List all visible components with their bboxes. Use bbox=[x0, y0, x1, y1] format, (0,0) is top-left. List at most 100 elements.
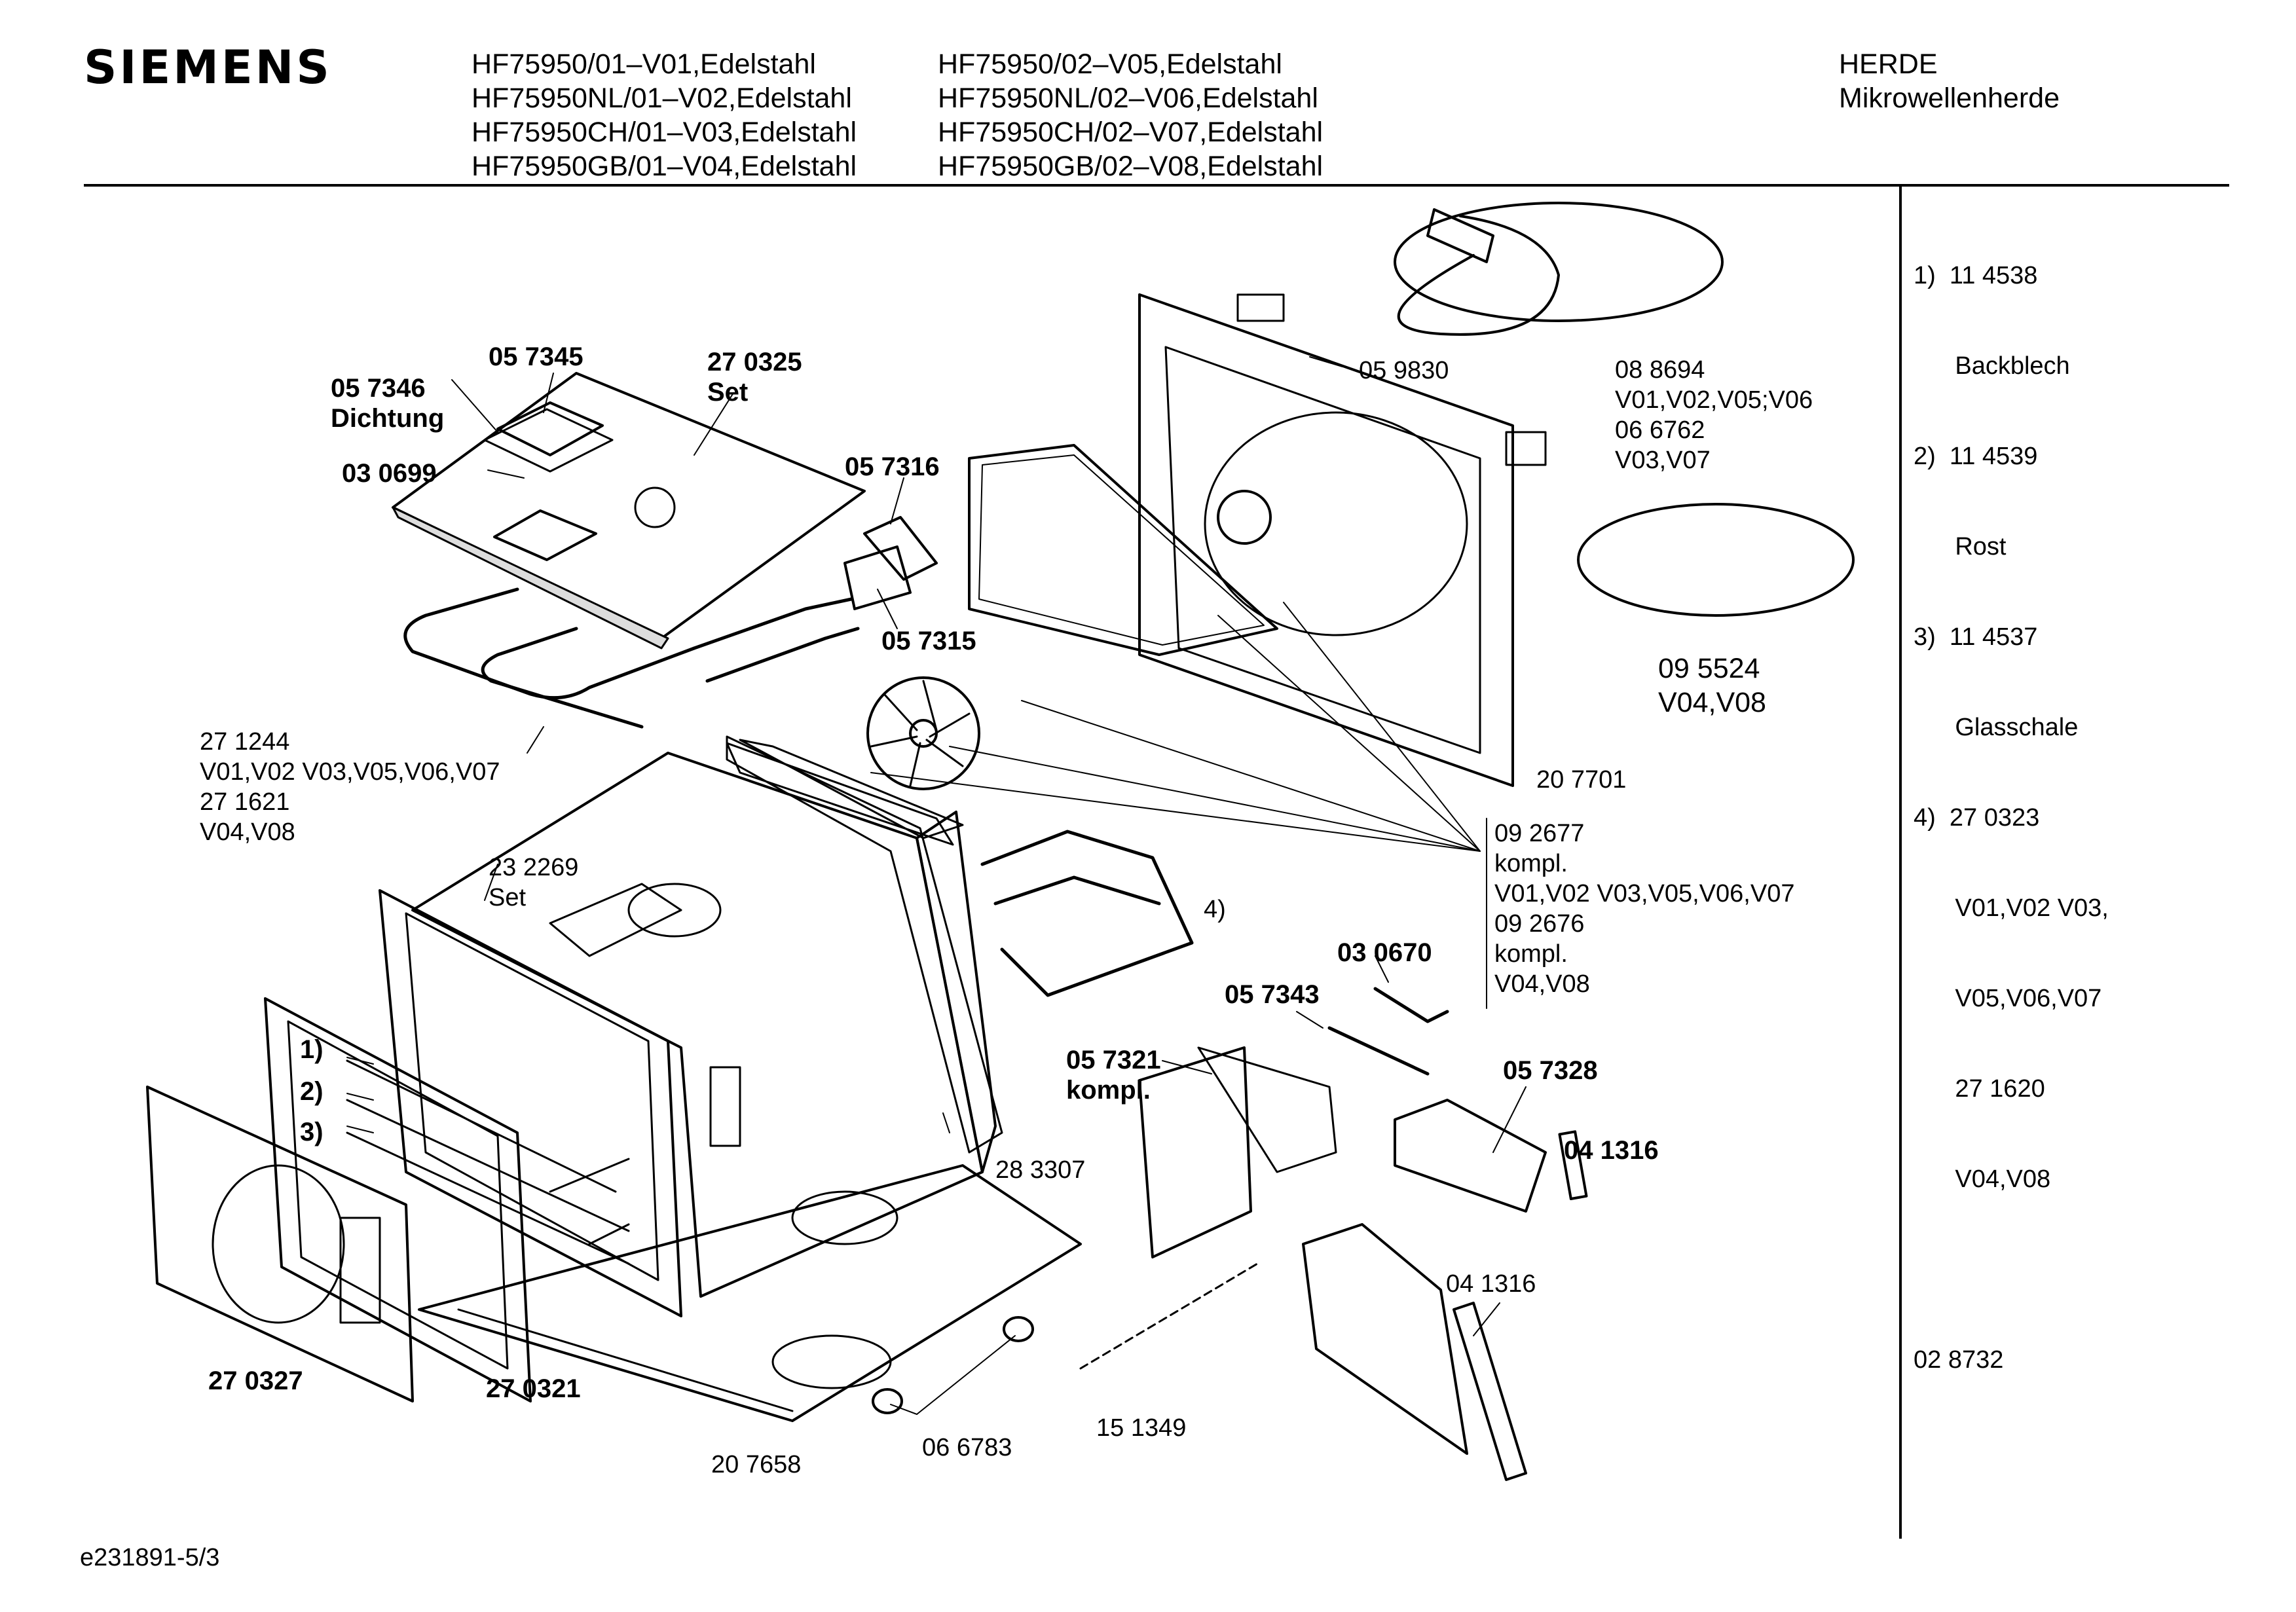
legend-line: V04,V08 bbox=[1914, 1165, 2051, 1193]
legend-line: 1) 11 4538 bbox=[1914, 262, 2038, 289]
label-283307: 28 3307 bbox=[995, 1156, 1086, 1184]
label-line: V04,V08 bbox=[200, 818, 295, 846]
legend-line: Glasschale bbox=[1914, 714, 2079, 741]
label-line: 27 1244 bbox=[200, 728, 290, 756]
legend-line: 4) 27 0323 bbox=[1914, 804, 2040, 832]
label-line: kompl. bbox=[1494, 850, 1568, 877]
label-rack-3: 3) bbox=[300, 1118, 324, 1146]
label-095524: 09 5524 V04,V08 bbox=[1658, 651, 1766, 720]
spring bbox=[1373, 987, 1449, 1023]
label-line: V04,V08 bbox=[1494, 970, 1590, 998]
grill-brackets bbox=[843, 516, 938, 610]
drawing-number: e231891-5/3 bbox=[80, 1544, 220, 1571]
label-line: 09 2676 bbox=[1494, 910, 1585, 938]
foot bbox=[872, 1388, 903, 1414]
bottom-heating-element bbox=[980, 830, 1194, 997]
legend-line: V05,V06,V07 bbox=[1914, 985, 2102, 1012]
label-line: V01,V02 V03,V05,V06,V07 bbox=[1494, 880, 1795, 907]
oven-cavity bbox=[411, 739, 997, 1298]
category: HERDE bbox=[1839, 48, 1938, 80]
label-line: 27 1621 bbox=[200, 788, 290, 816]
models-right: HF75950/02–V05,Edelstahl HF75950NL/02–V0… bbox=[938, 47, 1323, 183]
label-057343: 05 7343 bbox=[1225, 980, 1320, 1009]
label-207701: 20 7701 bbox=[1536, 766, 1627, 794]
door-outer-panel bbox=[146, 1086, 414, 1402]
top-heating-element bbox=[403, 587, 860, 729]
legend-divider bbox=[1899, 187, 1902, 1539]
rear-deflector bbox=[968, 444, 1278, 656]
model-line: HF75950CH/02–V07,Edelstahl bbox=[938, 117, 1324, 148]
label-057345: 05 7345 bbox=[489, 342, 583, 371]
label-030670: 03 0670 bbox=[1337, 938, 1432, 967]
strip-041316 bbox=[1558, 1130, 1588, 1200]
control-bracket bbox=[1138, 1046, 1337, 1258]
legend-line: V01,V02 V03, bbox=[1914, 894, 2109, 922]
racks bbox=[346, 1059, 630, 1265]
label-270321: 27 0321 bbox=[486, 1374, 581, 1403]
power-cables bbox=[1394, 202, 1855, 617]
door-inner-frame bbox=[379, 889, 682, 1317]
brand-logo: SIEMENS bbox=[84, 41, 332, 94]
label-line: 23 2269 bbox=[489, 854, 579, 881]
label-line: V01,V02 V03,V05,V06,V07 bbox=[200, 758, 500, 786]
label-line: Dichtung bbox=[331, 404, 445, 433]
label-line: 09 5524 bbox=[1658, 653, 1760, 684]
door-frame bbox=[264, 997, 532, 1402]
legend-line: 2) 11 4539 bbox=[1914, 443, 2038, 470]
label-270325: 27 0325 Set bbox=[707, 347, 802, 407]
model-line: HF75950CH/01–V03,Edelstahl bbox=[472, 117, 857, 148]
legend: 1) 11 4538 Backblech 2) 11 4539 Rost 3) … bbox=[1914, 200, 2109, 1405]
foot bbox=[1003, 1316, 1034, 1342]
model-line: HF75950NL/01–V02,Edelstahl bbox=[472, 82, 852, 114]
legend-line: 02 8732 bbox=[1914, 1346, 2004, 1374]
leader-lines bbox=[346, 356, 1527, 1415]
label-270327: 27 0327 bbox=[208, 1366, 303, 1395]
label-041316-bold: 04 1316 bbox=[1564, 1136, 1659, 1165]
label-030699: 03 0699 bbox=[342, 459, 437, 488]
label-line: V04,V08 bbox=[1658, 687, 1766, 718]
models-left: HF75950/01–V01,Edelstahl HF75950NL/01–V0… bbox=[472, 47, 857, 183]
label-line: V01,V02,V05;V06 bbox=[1615, 386, 1813, 414]
fan-wheel bbox=[866, 676, 980, 790]
label-line: Set bbox=[489, 884, 527, 911]
label-line: 05 7321 bbox=[1066, 1046, 1161, 1074]
cable-151349 bbox=[1079, 1262, 1259, 1370]
label-057346: 05 7346 Dichtung bbox=[331, 373, 444, 433]
label-057316: 05 7316 bbox=[845, 452, 940, 481]
category-block: HERDE Mikrowellenherde bbox=[1839, 47, 2060, 115]
legend-line: Rost bbox=[1914, 533, 2007, 560]
model-line: HF75950GB/02–V08,Edelstahl bbox=[938, 151, 1324, 182]
label-092677: 09 2677 kompl. V01,V02 V03,V05,V06,V07 0… bbox=[1494, 818, 1794, 999]
subcategory: Mikrowellenherde bbox=[1839, 82, 2060, 114]
label-271244: 27 1244 V01,V02 V03,V05,V06,V07 27 1621 … bbox=[200, 727, 500, 847]
bracket-057328 bbox=[1394, 1099, 1547, 1213]
label-151349: 15 1349 bbox=[1096, 1414, 1187, 1442]
legend-line: 27 1620 bbox=[1914, 1075, 2045, 1103]
label-rack-1: 1) bbox=[300, 1035, 324, 1064]
back-wall bbox=[1138, 293, 1547, 787]
label-207658: 20 7658 bbox=[711, 1451, 802, 1478]
header-rule bbox=[84, 184, 2229, 187]
label-232269: 23 2269 Set bbox=[489, 852, 578, 913]
top-cover-plate bbox=[392, 372, 866, 650]
label-rack-2: 2) bbox=[300, 1077, 324, 1106]
lower-bracket bbox=[1302, 1223, 1468, 1455]
model-line: HF75950NL/02–V06,Edelstahl bbox=[938, 82, 1318, 114]
base-pan bbox=[418, 1164, 1082, 1422]
strip-041316-lower bbox=[1453, 1302, 1527, 1481]
rod bbox=[1327, 1026, 1430, 1076]
label-059830: 05 9830 bbox=[1359, 357, 1449, 384]
label-line: V03,V07 bbox=[1615, 447, 1711, 474]
label-041316: 04 1316 bbox=[1446, 1270, 1536, 1298]
label-line: kompl. bbox=[1066, 1076, 1151, 1105]
label-line: kompl. bbox=[1494, 940, 1568, 968]
label-057321: 05 7321 kompl. bbox=[1066, 1045, 1161, 1105]
label-line: 09 2677 bbox=[1494, 820, 1585, 847]
side-panel bbox=[726, 735, 1003, 1154]
label-line: Set bbox=[707, 378, 749, 407]
label-057315: 05 7315 bbox=[881, 627, 976, 655]
legend-line: 3) 11 4537 bbox=[1914, 623, 2038, 651]
label-line: 27 0325 bbox=[707, 348, 802, 376]
label-item-4: 4) bbox=[1204, 896, 1226, 923]
